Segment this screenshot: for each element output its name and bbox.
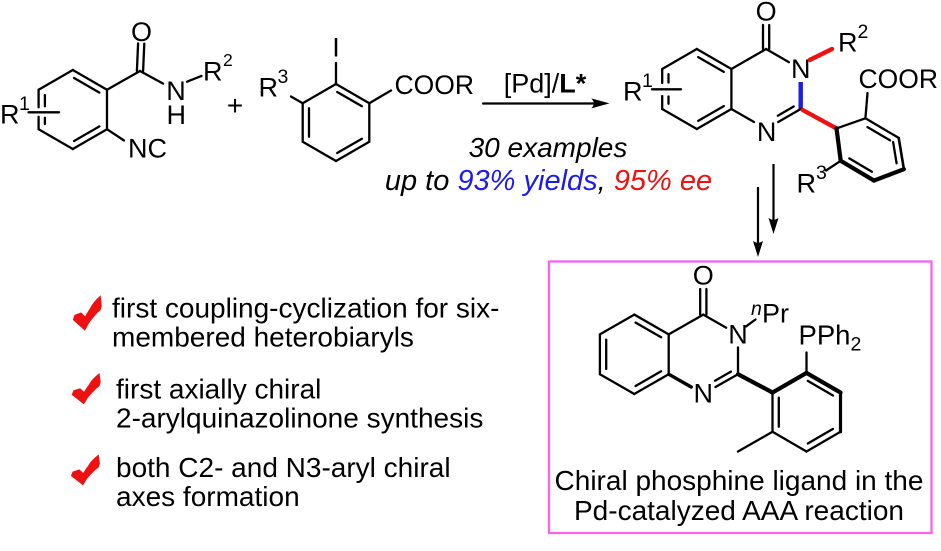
svg-text:I: I [332, 33, 340, 63]
svg-text:1: 1 [642, 70, 653, 92]
svg-text:R: R [797, 169, 817, 199]
svg-text:first coupling-cyclization for: first coupling-cyclization for six- [112, 293, 499, 324]
svg-text:+: + [227, 90, 243, 121]
svg-text:3: 3 [816, 162, 827, 184]
svg-text:N: N [166, 76, 186, 106]
svg-text:R: R [203, 57, 223, 87]
svg-text:NC: NC [128, 134, 167, 164]
svg-text:R: R [259, 73, 279, 103]
svg-text:Pd-catalyzed AAA reaction: Pd-catalyzed AAA reaction [574, 495, 904, 526]
svg-text:up to 93% yields, 95% ee: up to 93% yields, 95% ee [385, 165, 712, 197]
svg-text:R: R [623, 77, 643, 107]
svg-text:axes formation: axes formation [116, 481, 300, 512]
svg-text:[Pd]/L*: [Pd]/L* [504, 69, 587, 99]
svg-text:R: R [838, 28, 858, 58]
svg-text:COOR: COOR [395, 70, 475, 100]
svg-text:O: O [131, 17, 152, 47]
svg-text:N: N [791, 54, 811, 84]
svg-text:COOR: COOR [859, 64, 939, 94]
svg-text:3: 3 [278, 66, 289, 88]
svg-text:2: 2 [858, 21, 869, 43]
svg-text:H: H [166, 100, 186, 130]
svg-text:membered heterobiaryls: membered heterobiaryls [112, 322, 414, 353]
svg-text:30 examples: 30 examples [469, 132, 628, 163]
svg-text:Chiral phosphine ligand in the: Chiral phosphine ligand in the [555, 465, 924, 496]
svg-text:R: R [0, 100, 20, 130]
svg-text:2-arylquinazolinone synthesis: 2-arylquinazolinone synthesis [116, 403, 483, 434]
svg-text:n: n [751, 298, 762, 320]
svg-text:Pr: Pr [762, 299, 789, 329]
svg-text:first axially chiral: first axially chiral [116, 374, 321, 405]
svg-text:PPh2: PPh2 [799, 320, 862, 356]
svg-text:both C2- and N3-aryl chiral: both C2- and N3-aryl chiral [116, 452, 451, 483]
svg-text:N: N [694, 379, 714, 409]
svg-text:O: O [756, 0, 777, 27]
svg-text:N: N [728, 319, 748, 349]
svg-text:O: O [693, 261, 714, 291]
svg-text:2: 2 [223, 50, 233, 70]
svg-text:1: 1 [19, 93, 30, 115]
svg-text:N: N [757, 117, 777, 147]
